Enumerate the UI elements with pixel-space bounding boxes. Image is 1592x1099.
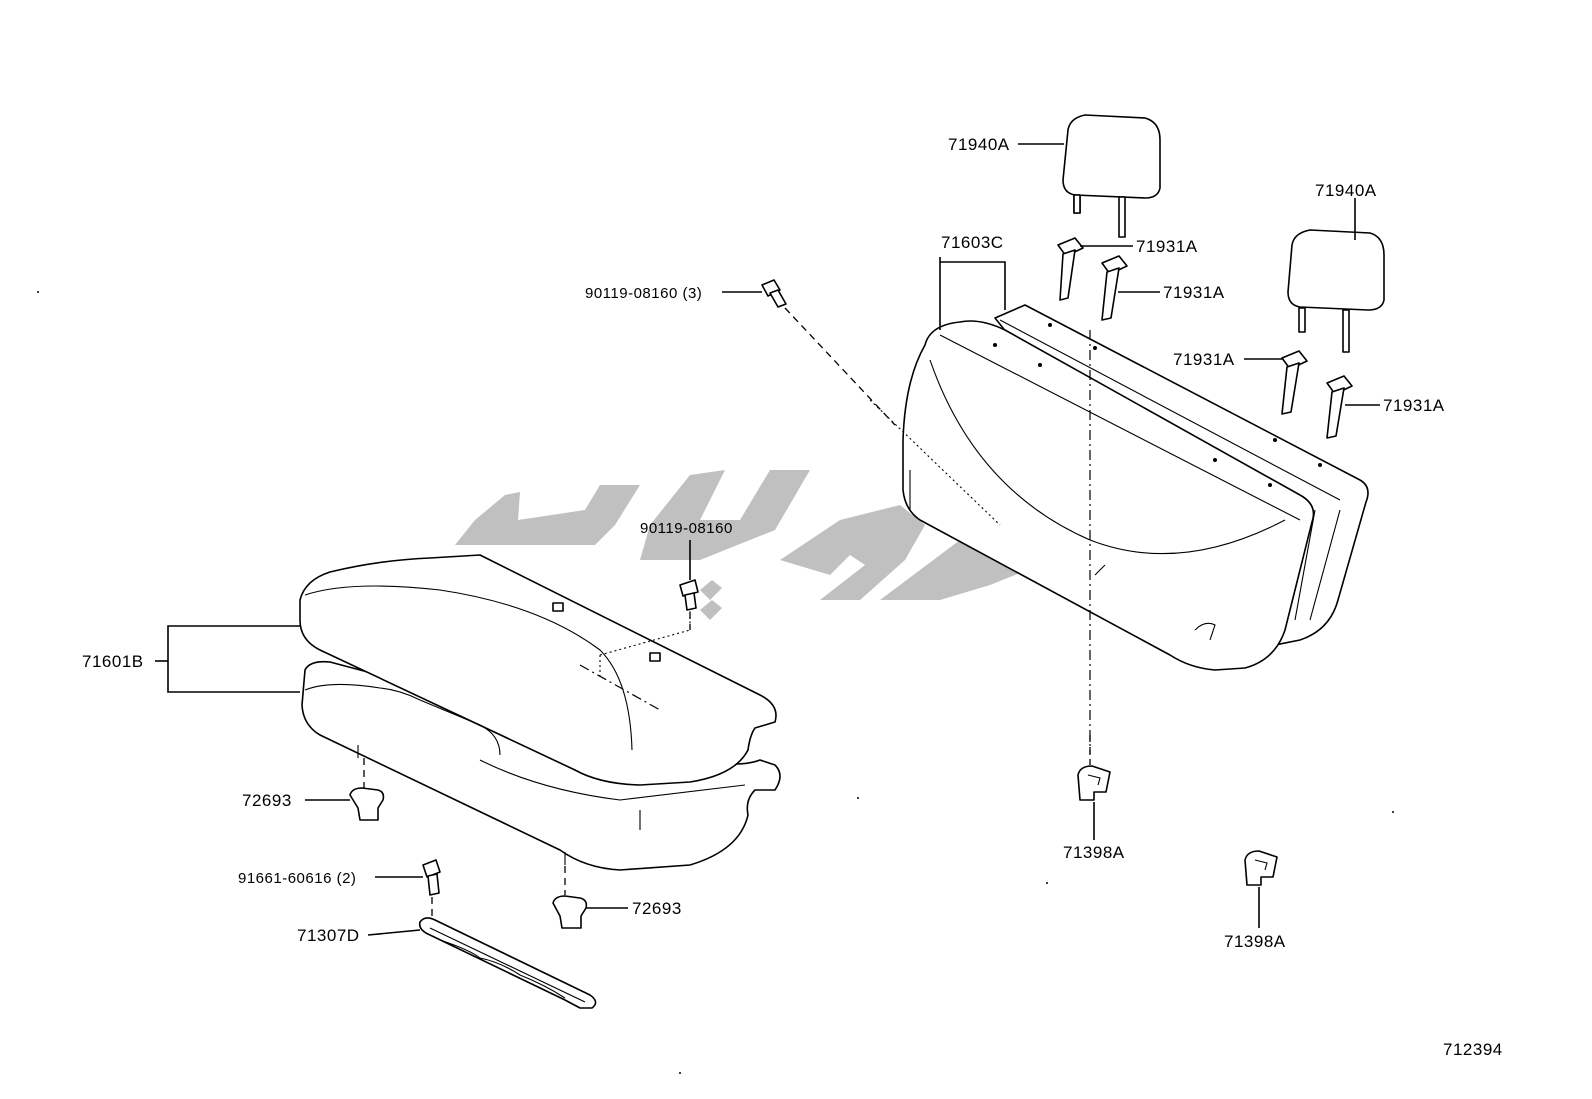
label-bolt-lower: 91661-60616 (2) (238, 870, 356, 887)
leader-lines (155, 143, 1380, 936)
seat-cushion (299, 554, 781, 871)
label-bracket: 71307D (297, 926, 360, 945)
label-hook-2: 71398A (1224, 932, 1286, 951)
label-support-4: 71931A (1383, 396, 1445, 415)
label-seatback: 71603C (941, 233, 1004, 252)
headrest-left (1062, 114, 1161, 238)
bolt-cushion (679, 579, 699, 630)
drawing-number: 712394 (1443, 1040, 1503, 1059)
bolt-back (761, 279, 896, 426)
label-bolt-back: 90119-08160 (3) (585, 285, 702, 302)
hook-1 (1077, 735, 1111, 801)
label-clip-left: 72693 (242, 791, 292, 810)
part-labels: 71940A 71940A 71603C 71931A 71931A 71931… (82, 135, 1503, 1059)
headrest-right (1287, 229, 1385, 353)
label-support-3: 71931A (1173, 350, 1235, 369)
bolt-lower (422, 859, 441, 918)
hook-2 (1244, 850, 1278, 886)
label-headrest-right: 71940A (1315, 181, 1377, 200)
label-cushion: 71601B (82, 652, 144, 671)
seatback-assembly (869, 304, 1369, 755)
clip-bottom (552, 866, 588, 929)
label-bolt-cushion: 90119-08160 (640, 520, 733, 537)
label-support-1: 71931A (1136, 237, 1198, 256)
bracket (418, 917, 597, 1009)
label-clip-bottom: 72693 (632, 899, 682, 918)
label-support-2: 71931A (1163, 283, 1225, 302)
label-headrest-left: 71940A (948, 135, 1010, 154)
clip-left (349, 758, 385, 821)
headrest-supports (1057, 237, 1353, 439)
label-hook-1: 71398A (1063, 843, 1125, 862)
